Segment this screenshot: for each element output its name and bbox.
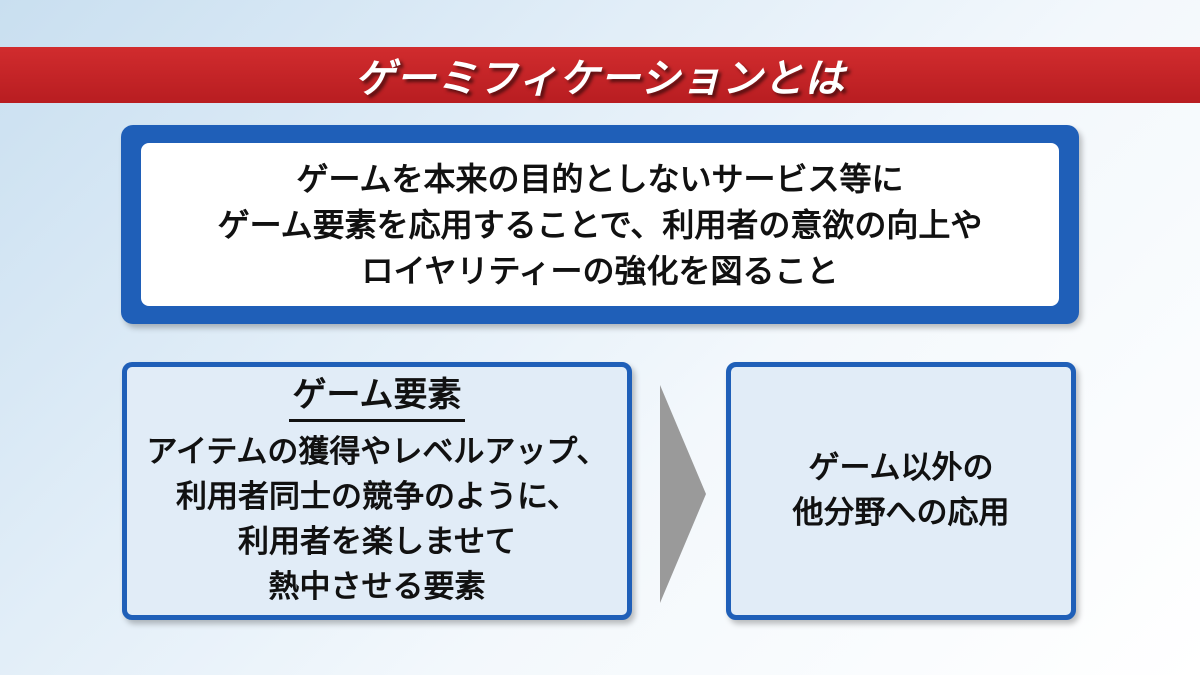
application-line: ゲーム以外の <box>808 450 994 486</box>
definition-line: ゲーム要素を応用することで、利用者の意欲の向上や <box>217 205 983 244</box>
application-box: ゲーム以外の 他分野への応用 <box>726 362 1076 620</box>
application-line: 他分野への応用 <box>792 495 1010 531</box>
definition-panel: ゲームを本来の目的としないサービス等に ゲーム要素を応用することで、利用者の意欲… <box>141 143 1059 306</box>
game-elements-line: アイテムの獲得やレベルアップ、 <box>146 433 608 470</box>
slide-title: ゲーミフィケーションとは <box>354 55 846 102</box>
definition-line: ロイヤリティーの強化を図ること <box>361 251 839 290</box>
game-elements-line: 利用者同士の競争のように、 <box>175 478 579 515</box>
game-elements-line: 熱中させる要素 <box>268 568 486 605</box>
game-elements-heading: ゲーム要素 <box>288 373 466 422</box>
game-elements-box: ゲーム要素 アイテムの獲得やレベルアップ、 利用者同士の競争のように、 利用者を… <box>122 362 632 620</box>
definition-box: ゲームを本来の目的としないサービス等に ゲーム要素を応用することで、利用者の意欲… <box>121 125 1079 324</box>
definition-line: ゲームを本来の目的としないサービス等に <box>296 159 904 198</box>
title-banner: ゲーミフィケーションとは <box>0 47 1200 103</box>
chevron-right-icon <box>660 385 706 603</box>
game-elements-line: 利用者を楽しませて <box>237 523 517 560</box>
